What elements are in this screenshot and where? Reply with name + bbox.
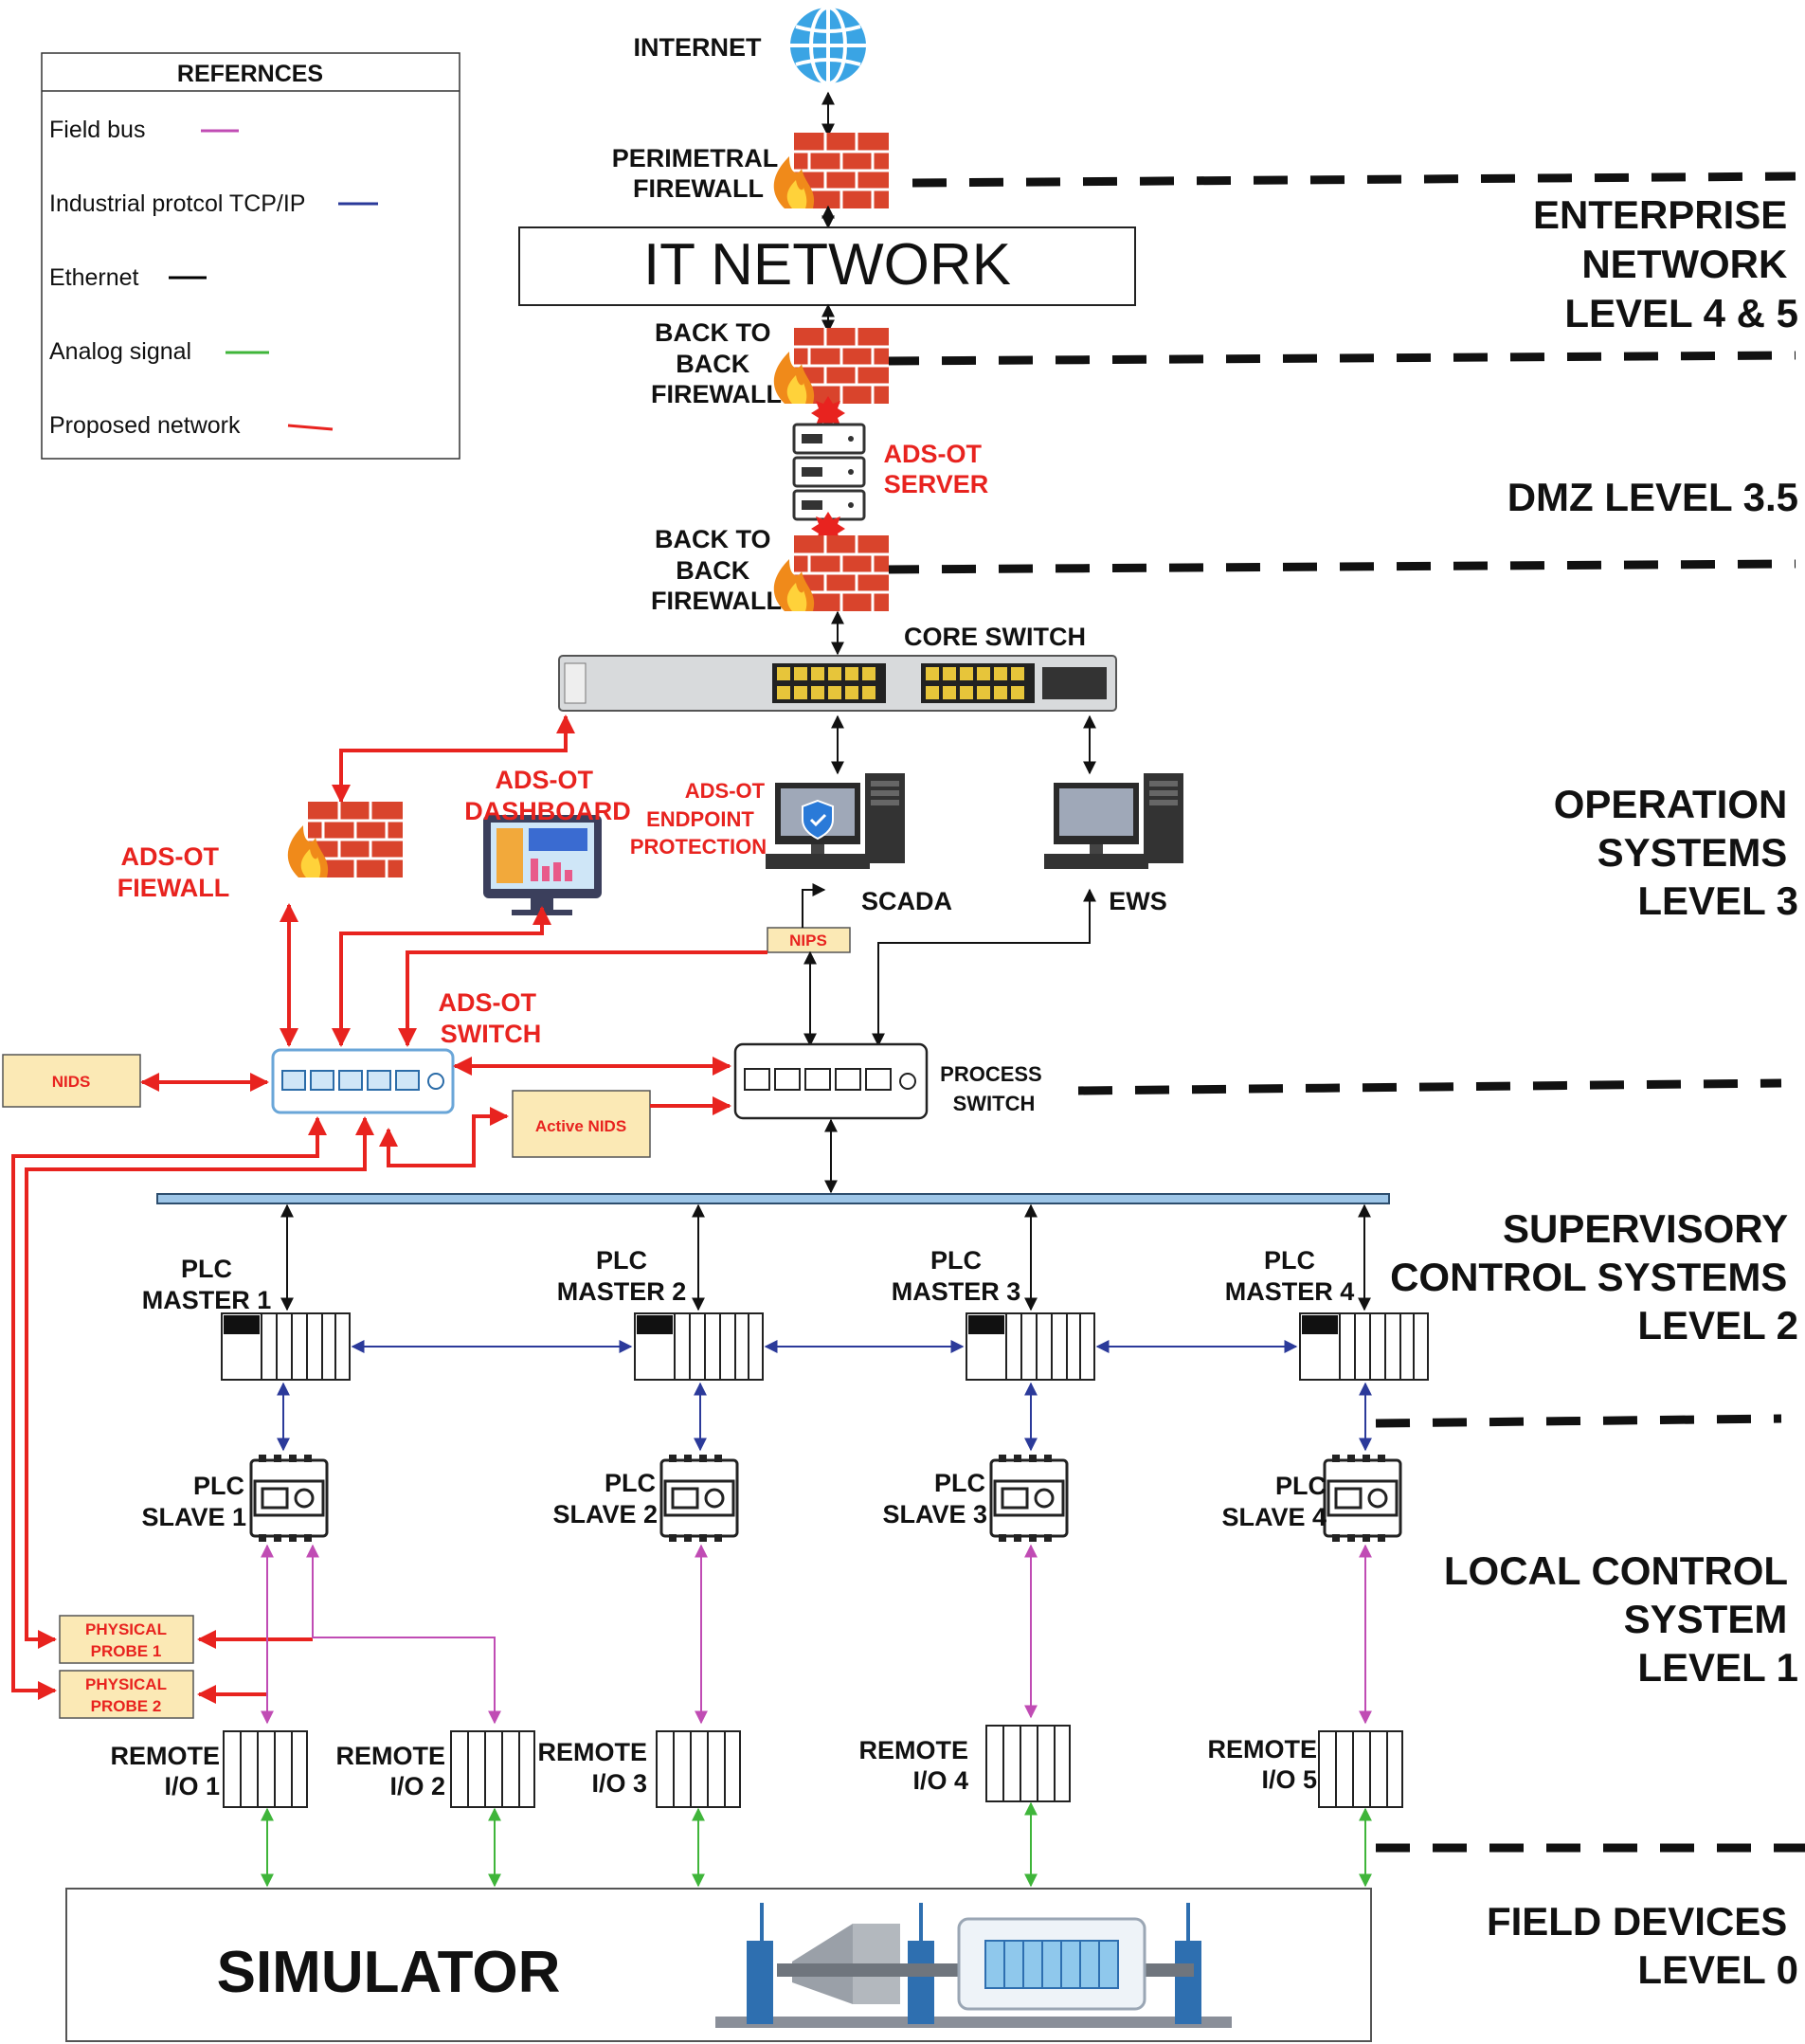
it-network-box — [518, 226, 1136, 306]
plc-slave-1-icon — [249, 1453, 329, 1544]
shield-icon — [802, 799, 834, 841]
b2b-firewall-bottom-icon — [772, 534, 891, 613]
legend-swatch-proposed — [287, 424, 334, 431]
turbine-icon — [715, 1903, 1232, 2028]
physical-probe-2-box — [59, 1670, 194, 1719]
endpoint-protection-label: ADS-OT ENDPOINT PROTECTION — [630, 779, 770, 859]
physical-probe-1-box — [59, 1615, 194, 1664]
internet-label: INTERNET — [634, 33, 763, 62]
level-dmz: DMZ LEVEL 3.5 — [1507, 475, 1798, 519]
level-dividers — [884, 172, 1805, 1853]
core-switch-icon — [558, 655, 1117, 712]
plc-slave-3-icon — [989, 1453, 1069, 1544]
ews-computer-icon — [1044, 773, 1183, 869]
level-local: LOCAL CONTROL SYSTEM LEVEL 1 — [1444, 1548, 1798, 1690]
ads-ot-server-label: ADS-OT SERVER — [883, 440, 988, 498]
perimetral-firewall-label: PERIMETRAL FIREWALL — [612, 144, 785, 203]
legend-item-proposed: Proposed network — [49, 412, 241, 439]
fieldbus-bar — [156, 1193, 1390, 1204]
legend-item-ethernet: Ethernet — [49, 264, 139, 291]
ads-ot-firewall-icon — [286, 800, 405, 879]
ews-label: EWS — [1109, 887, 1167, 915]
ads-ot-dashboard-label: ADS-OT DASHBOARD — [464, 766, 631, 825]
nids-box — [2, 1054, 141, 1108]
b2b-firewall-top-label: BACK TO BACK FIREWALL — [651, 318, 782, 408]
ads-ot-server-icon — [792, 423, 866, 521]
ads-ot-firewall-label: ADS-OT FIEWALL — [117, 842, 229, 902]
references-legend: REFERNCES Field bus Industrial protcol T… — [41, 52, 460, 460]
level-field: FIELD DEVICES LEVEL 0 — [1487, 1899, 1798, 1992]
nids-label: NIDS — [52, 1073, 91, 1091]
scada-label: SCADA — [861, 887, 952, 915]
level-enterprise: ENTERPRISE NETWORK LEVEL 4 & 5 — [1533, 192, 1798, 335]
nips-label: NIPS — [789, 932, 827, 950]
legend-item-tcpip: Industrial protcol TCP/IP — [49, 190, 305, 217]
core-switch-label: CORE SWITCH — [904, 623, 1086, 651]
ads-ot-switch-label: ADS-OT SWITCH — [438, 988, 543, 1048]
active-nids-label: Active NIDS — [535, 1117, 626, 1135]
process-switch-label: PROCESS SWITCH — [940, 1062, 1048, 1115]
active-nids-box — [512, 1090, 651, 1158]
plc-master-1-icon — [221, 1312, 351, 1381]
remote-io-4-icon — [985, 1725, 1071, 1802]
remote-io-5-icon — [1318, 1730, 1403, 1808]
plc-master-2-icon — [634, 1312, 764, 1381]
b2b-firewall-bottom-label: BACK TO BACK FIREWALL — [651, 525, 782, 615]
simulator-label: SIMULATOR — [217, 1940, 561, 2005]
b2b-firewall-top-icon — [772, 326, 891, 406]
level-supervisory: SUPERVISORY CONTROL SYSTEMS LEVEL 2 — [1390, 1206, 1798, 1348]
level-labels: ENTERPRISE NETWORK LEVEL 4 & 5 DMZ LEVEL… — [1390, 192, 1798, 1992]
remote-io-2-icon — [450, 1730, 535, 1808]
plc-master-4-icon — [1299, 1312, 1429, 1381]
ads-ot-switch-icon — [271, 1048, 455, 1114]
ads-ot-dashboard-icon — [483, 815, 602, 915]
plc-slave-4-icon — [1323, 1453, 1402, 1544]
scada-computer-icon — [766, 773, 905, 869]
remote-io-1-icon — [223, 1730, 308, 1808]
level-operation: OPERATION SYSTEMS LEVEL 3 — [1554, 782, 1798, 923]
remote-io-3-icon — [656, 1730, 741, 1808]
plc-slave-2-icon — [659, 1453, 739, 1544]
process-switch-icon — [733, 1042, 929, 1120]
perimetral-firewall-icon — [772, 131, 891, 210]
plc-master-3-icon — [966, 1312, 1095, 1381]
legend-item-analog: Analog signal — [49, 338, 191, 365]
legend-item-field-bus: Field bus — [49, 117, 145, 143]
it-network-label: IT NETWORK — [643, 232, 1011, 298]
legend-title: REFERNCES — [177, 61, 323, 87]
red-link-star-top — [811, 396, 845, 430]
internet-globe-icon — [790, 6, 866, 85]
